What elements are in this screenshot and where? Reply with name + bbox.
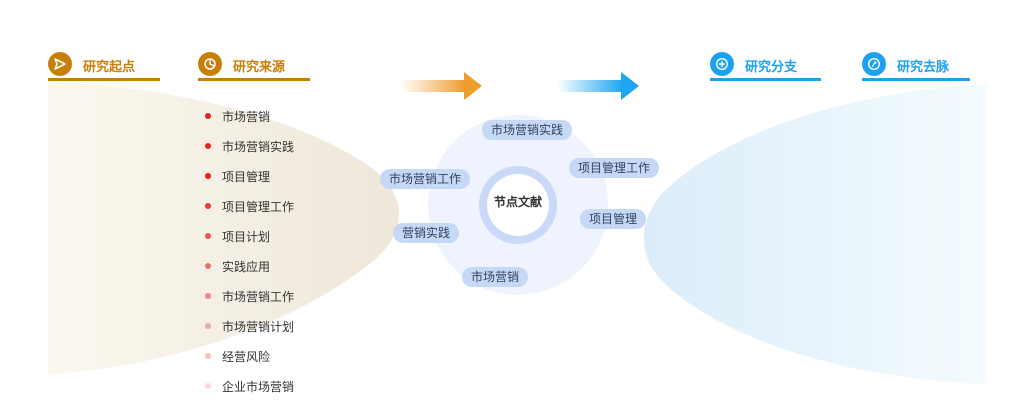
center-core <box>487 174 549 236</box>
header-label: 研究去脉 <box>897 60 950 75</box>
keyword-node-marketing-work[interactable]: 市场营销工作 <box>380 169 471 189</box>
list-item[interactable]: 实践应用 <box>205 251 294 281</box>
source-keyword: 项目管理工作 <box>222 199 295 214</box>
list-item[interactable]: 市场营销 <box>205 101 294 131</box>
plus-circle-icon <box>710 52 734 76</box>
header-label: 研究分支 <box>745 60 798 75</box>
list-bullet <box>205 263 211 269</box>
list-bullet <box>205 293 211 299</box>
flow-arrow-right <box>557 72 639 100</box>
source-keyword: 项目管理 <box>222 169 271 184</box>
source-keyword: 市场营销实践 <box>222 139 295 154</box>
pie-chart-icon <box>198 52 222 76</box>
source-keyword: 企业市场营销 <box>222 379 295 394</box>
list-bullet <box>205 353 211 359</box>
right-fan-shape <box>643 84 986 384</box>
list-bullet <box>205 203 211 209</box>
list-item[interactable]: 项目计划 <box>205 221 294 251</box>
keyword-node-project-management[interactable]: 项目管理 <box>580 209 647 229</box>
flow-arrow-left <box>400 72 482 100</box>
list-bullet <box>205 143 211 149</box>
header-underline <box>48 78 160 81</box>
header-underline <box>710 78 821 81</box>
left-fan-shape <box>48 82 399 374</box>
source-keyword: 经营风险 <box>222 349 271 364</box>
compass-icon <box>862 52 886 76</box>
list-bullet <box>205 323 211 329</box>
source-keyword: 项目计划 <box>222 229 271 244</box>
header-underline <box>862 78 970 81</box>
send-icon <box>48 52 72 76</box>
list-bullet <box>205 113 211 119</box>
keyword-node-marketing[interactable]: 市场营销 <box>462 267 529 287</box>
list-item[interactable]: 项目管理工作 <box>205 191 294 221</box>
source-keyword: 市场营销计划 <box>222 319 295 334</box>
list-item[interactable]: 项目管理 <box>205 161 294 191</box>
list-item[interactable]: 市场营销实践 <box>205 131 294 161</box>
list-bullet <box>205 383 211 389</box>
list-bullet <box>205 173 211 179</box>
list-item[interactable]: 经营风险 <box>205 341 294 371</box>
center-node-label[interactable]: 节点文献 <box>493 195 542 209</box>
list-item[interactable]: 市场营销工作 <box>205 281 294 311</box>
keyword-node-project-management-work[interactable]: 项目管理工作 <box>569 158 660 178</box>
list-item[interactable]: 市场营销计划 <box>205 311 294 341</box>
list-item[interactable]: 企业市场营销 <box>205 371 294 401</box>
header-label: 研究起点 <box>83 60 136 75</box>
keyword-node-marketing-practice[interactable]: 市场营销实践 <box>482 120 573 140</box>
header-underline <box>198 78 310 81</box>
keyword-node-marketing-practice-short[interactable]: 营销实践 <box>393 223 460 243</box>
source-keyword: 市场营销 <box>222 109 271 124</box>
list-bullet <box>205 233 211 239</box>
source-keyword: 实践应用 <box>222 259 271 274</box>
source-keyword: 市场营销工作 <box>222 289 295 304</box>
sources-list: 市场营销 市场营销实践 项目管理 项目管理工作 项目计划 实践应用 市场营销工作… <box>205 101 294 401</box>
header-label: 研究来源 <box>233 60 286 75</box>
